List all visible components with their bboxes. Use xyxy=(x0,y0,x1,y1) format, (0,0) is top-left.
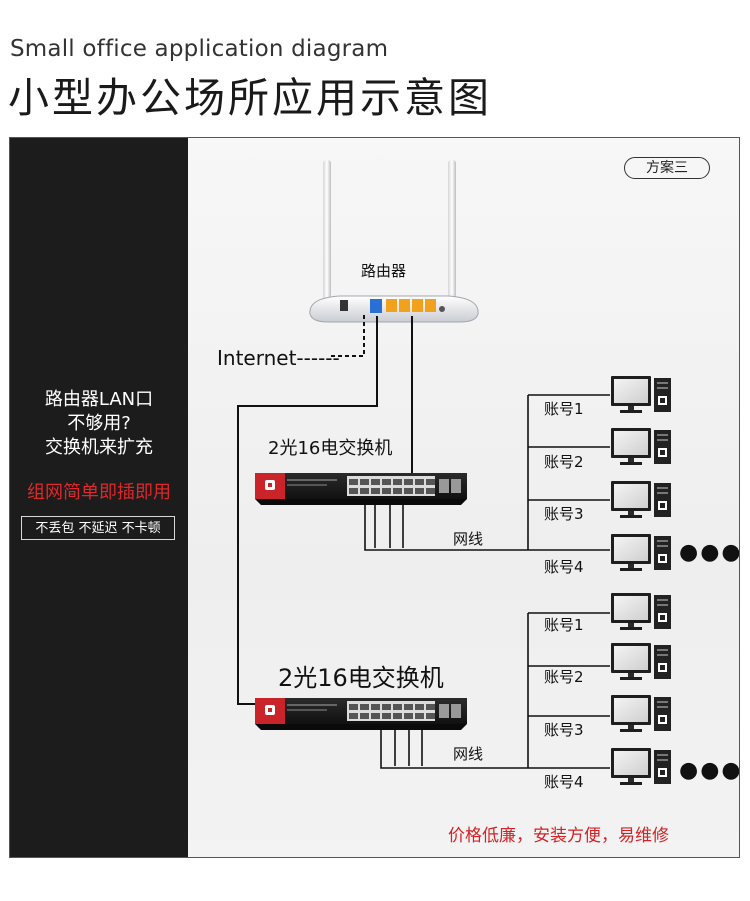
more-computers-indicator-2: ●●● xyxy=(679,758,740,783)
cable-label-2: 网线 xyxy=(453,745,484,763)
account-label-g2-1: 账号1 xyxy=(544,616,584,634)
network-diagram xyxy=(237,160,671,785)
plan-tag: 方案三 xyxy=(624,157,710,179)
account-label-g2-3: 账号3 xyxy=(544,721,584,739)
internet-label: Internet------ xyxy=(217,346,340,370)
question-text: 路由器LAN口 不够用? 交换机来扩充 xyxy=(10,388,188,460)
question-line-3: 交换机来扩充 xyxy=(45,437,153,458)
computer-group-1 xyxy=(611,376,671,571)
account-label-g1-4: 账号4 xyxy=(544,558,584,576)
account-label-g1-3: 账号3 xyxy=(544,505,584,523)
computer-group-2 xyxy=(611,593,671,785)
title-chinese: 小型办公场所应用示意图 xyxy=(8,74,492,122)
bottom-note: 价格低廉，安装方便，易维修 xyxy=(448,826,669,846)
diagram-frame: 路由器LAN口 不够用? 交换机来扩充 组网简单即插即用 不丢包 不延迟 不卡顿… xyxy=(9,137,740,858)
router-device xyxy=(309,295,479,323)
more-computers-indicator-1: ●●● xyxy=(679,540,740,565)
account-label-g2-4: 账号4 xyxy=(544,773,584,791)
switch2-ports xyxy=(349,704,435,719)
question-line-1: 路由器LAN口 xyxy=(44,389,154,410)
cable-label-1: 网线 xyxy=(453,530,484,548)
question-line-2: 不够用? xyxy=(67,413,131,434)
features-box: 不丢包 不延迟 不卡顿 xyxy=(21,516,175,540)
switch1-cables xyxy=(364,394,610,551)
title-english: Small office application diagram xyxy=(10,36,389,62)
switch2-label: 2光16电交换机 xyxy=(278,664,444,692)
router-cables xyxy=(237,315,413,705)
switch2-cables xyxy=(380,612,610,769)
switch1-label: 2光16电交换机 xyxy=(268,438,393,459)
left-info-panel: 路由器LAN口 不够用? 交换机来扩充 组网简单即插即用 不丢包 不延迟 不卡顿 xyxy=(10,138,188,857)
switch1-ports xyxy=(349,479,435,494)
account-label-g1-1: 账号1 xyxy=(544,400,584,418)
highlight-text: 组网简单即插即用 xyxy=(27,482,171,503)
router-antennas xyxy=(323,160,456,315)
account-label-g2-2: 账号2 xyxy=(544,668,584,686)
account-label-g1-2: 账号2 xyxy=(544,453,584,471)
router-label: 路由器 xyxy=(361,262,407,280)
